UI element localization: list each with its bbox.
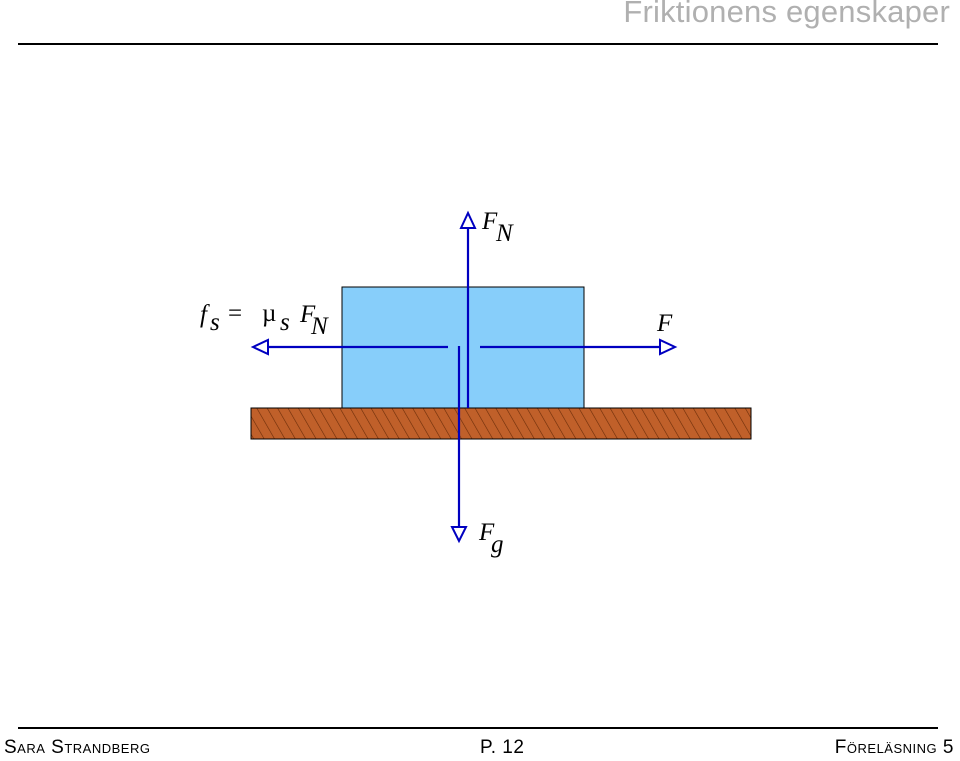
applied-force-label: F [656, 310, 673, 337]
normal-force-arrow [459, 210, 477, 408]
friction-force-arrow [250, 338, 448, 356]
page-title: Friktionens egenskaper [623, 0, 950, 29]
surface-plank [250, 407, 752, 440]
gravity-force-arrow [450, 346, 468, 544]
header-rule [18, 43, 938, 45]
gravity-force-label: Fg [478, 519, 504, 558]
applied-force-arrow [480, 338, 678, 356]
footer-lecture: Föreläsning 5 [834, 737, 954, 758]
footer-page-number: P. 12 [480, 737, 525, 758]
footer-author: Sara Strandberg [4, 737, 151, 758]
footer-rule [18, 727, 938, 729]
normal-force-label: FN [481, 208, 514, 247]
